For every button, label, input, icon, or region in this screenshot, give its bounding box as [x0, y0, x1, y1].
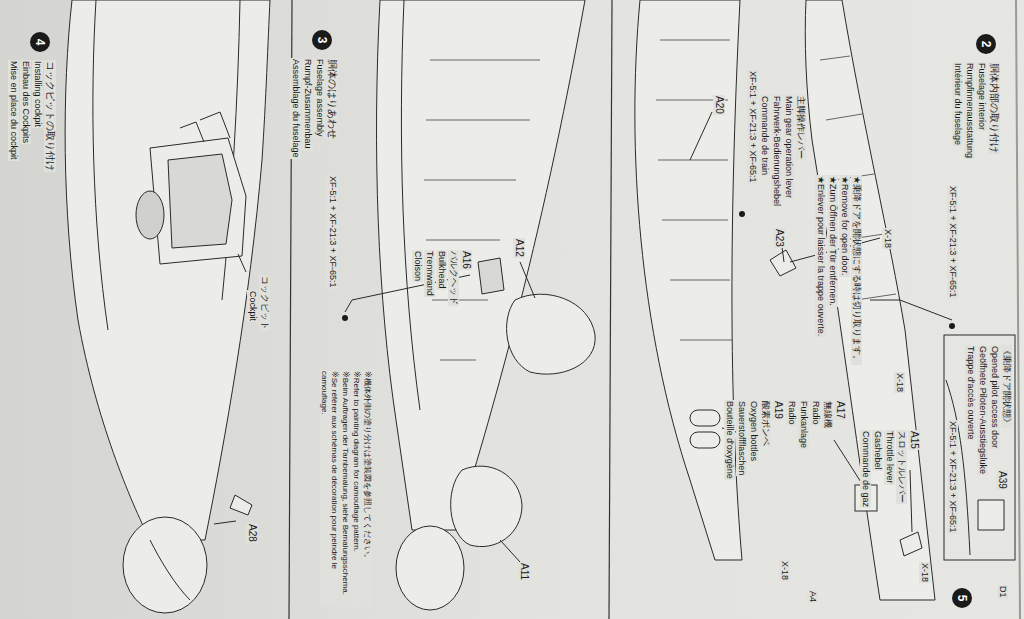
part-name: Oxygen bottles — [748, 400, 759, 462]
inset-title: Geöffnete Piloten-Ausstiegsluke — [977, 345, 988, 475]
part-name: 無線機 — [822, 400, 833, 429]
part-name: 主脚操作レバー — [795, 95, 806, 160]
note: ★Enlever pour laisser la trappe ouverte. — [815, 175, 826, 337]
color-callout: XF-5:1 + XF-21:3 + XF-65:1 — [947, 185, 958, 299]
part-name: Fahrwerk-Bedienungshebel — [771, 95, 782, 207]
part-number: A16 — [460, 250, 472, 270]
leader-line — [238, 254, 246, 272]
part-name: Radio — [810, 400, 821, 426]
color-callout: XF-5:1 + XF-21:3 + XF-65:1 — [747, 70, 758, 184]
part-number: X-18 — [779, 560, 790, 581]
step-number: 3 — [316, 37, 328, 44]
part-name: コックピット — [259, 275, 270, 331]
part-name: 酸素ボンベ — [760, 400, 771, 447]
step-title: Intérieur du fuselage — [952, 62, 963, 146]
part-name: Cockpit — [247, 290, 258, 322]
part-name: Sauerstoffflaschen — [736, 400, 747, 476]
step-number-circle: 4 — [30, 32, 50, 52]
step-number-circle: 5 — [952, 588, 972, 608]
step-title: Installing cockpit — [32, 60, 43, 128]
note: ※Se référer aux schémas de décoration po… — [320, 370, 339, 607]
part-name: Gashebel — [872, 430, 883, 471]
part-number: A20 — [713, 95, 725, 115]
step-title: Mise en place du cockpit — [8, 60, 19, 161]
leader-line — [690, 112, 712, 160]
part-name: スロットルレバー — [896, 430, 907, 504]
leader-line — [500, 540, 520, 562]
part-name: Radio — [786, 400, 797, 426]
part-number: A15 — [908, 430, 920, 450]
part-number: D1 — [997, 585, 1008, 599]
step-title: Rumpfinnenausstattung — [964, 62, 975, 159]
part-name: バルクヘッド — [448, 250, 459, 306]
part-number: A4 — [807, 590, 818, 603]
leader-line — [870, 300, 952, 320]
note: ★Remove for open door. — [839, 175, 850, 277]
step-number-circle: 2 — [976, 34, 996, 54]
part-number: A39 — [996, 470, 1008, 490]
note: ★Zum Öffnen der Tür entfernen. — [827, 175, 838, 307]
step-title: Rumpf-Zusammenbau — [302, 58, 313, 150]
step-title: Fuselage interior — [976, 62, 987, 131]
step-number-circle: 3 — [312, 30, 332, 50]
color-callout: XF-5:1 + XF-21:3 + XF-65:1 — [947, 420, 958, 534]
part-number: A28 — [246, 523, 258, 543]
step-title: 胴体のはりあわせ — [326, 58, 338, 140]
part-name: Throttle lever — [884, 430, 895, 485]
part-name: Main gear operation lever — [783, 95, 794, 199]
step-number: 2 — [980, 41, 992, 48]
fuselage-drawing — [377, 0, 596, 610]
door-drawing — [978, 500, 1004, 530]
panel-divider — [609, 0, 612, 619]
paint-dot — [949, 323, 955, 329]
part-name: Trennwand — [424, 250, 435, 297]
leader-line — [910, 470, 912, 532]
part-number: A23 — [773, 228, 785, 248]
inset-title: Opened pilot access door — [989, 345, 1000, 449]
part-name: Commande de train — [759, 95, 770, 176]
part-name: Cloison — [412, 250, 423, 282]
color-callout: XF-5:1 + XF-21:3 + XF-65:1 — [327, 175, 338, 289]
step-title: 胴体内部の取り付け — [988, 62, 1000, 154]
page-edge — [1016, 0, 1020, 619]
part-name: Commande de gaz — [860, 430, 871, 508]
part-number: X-18 — [919, 562, 930, 583]
step-title: Assemblage du fuselage — [290, 58, 301, 159]
note: ※Refer to painting diagram for camouflag… — [351, 370, 361, 607]
leader-line — [520, 262, 535, 298]
step-title: コックピットの取り付け — [44, 60, 56, 172]
part-number: A19 — [772, 400, 784, 420]
part-number: X-18 — [882, 228, 893, 249]
note: ★乗降ドアを開状態にする時は切り取ります。 — [851, 175, 862, 365]
part-name: Funkanlage — [798, 400, 809, 449]
part-name: Bulkhead — [436, 250, 447, 290]
inset-frame — [944, 335, 1015, 560]
fuselage-drawing — [65, 0, 270, 613]
part-number: X-18 — [894, 372, 905, 393]
step-number: 5 — [956, 595, 968, 602]
part-name: Bouteille d'oxygène — [724, 400, 735, 480]
step-title: Fuselage assembly — [314, 58, 325, 138]
note: ※機体外側の塗り分けは塗装図を参照してください。 — [362, 370, 372, 607]
part-number: A17 — [834, 400, 846, 420]
part-number: A11 — [518, 562, 530, 581]
step-number: 4 — [34, 39, 46, 46]
inset-title: Trappe d'accès ouverte — [965, 345, 976, 440]
paint-dot — [739, 211, 745, 217]
note: ※Beim Auftragen der Tarnbemalung, siehe … — [340, 370, 350, 607]
paint-dot — [342, 315, 348, 321]
step-title: Einbau des Cockpits — [20, 60, 31, 144]
leader-line — [214, 521, 236, 524]
part-number: A12 — [513, 238, 525, 258]
inset-title: 《乗降ドア開状態》 — [1001, 345, 1012, 428]
